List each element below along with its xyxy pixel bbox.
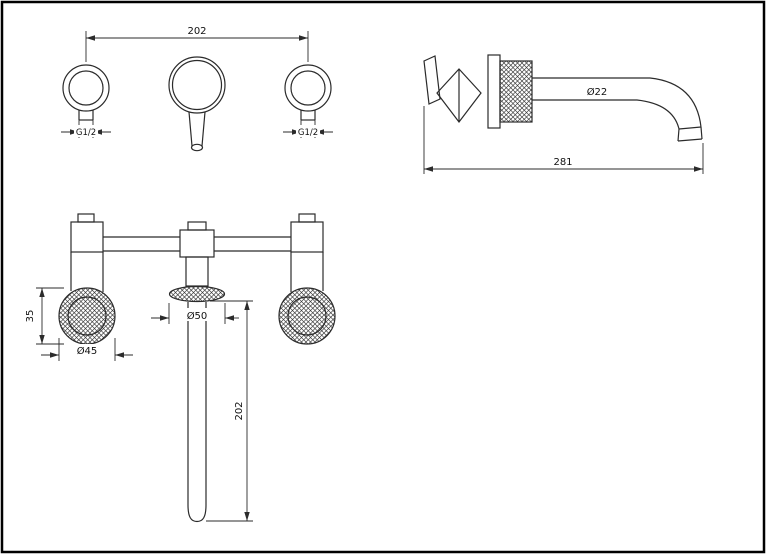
- plan-view: 35 Ø45 Ø50 202: [25, 213, 336, 523]
- dim-right-thread: G1/2: [283, 120, 333, 138]
- side-spout-diameter-label: Ø22: [587, 86, 608, 98]
- label-backdrop: [74, 125, 98, 137]
- knurled-nut: [499, 60, 533, 123]
- plan-base-diameter-label: Ø45: [77, 345, 98, 357]
- spout-tube: [532, 77, 703, 142]
- plan-spout-length-label: 202: [234, 401, 245, 420]
- label-backdrop: [296, 125, 320, 137]
- label-backdrop: [72, 344, 102, 357]
- spout-escutcheon: [168, 56, 226, 152]
- right-knurled-base: [278, 287, 336, 345]
- plan-base-height-label: 35: [25, 310, 36, 323]
- dim-side-length: 281: [423, 106, 704, 174]
- front-width-dim-label: 202: [187, 26, 206, 37]
- left-handle: [62, 64, 110, 121]
- dim-front-width: 202: [85, 26, 309, 62]
- spout-outlet: [190, 143, 204, 152]
- dim-left-thread: G1/2: [61, 120, 111, 138]
- valve-body-sketch: [423, 55, 482, 123]
- center-body-plan: [103, 221, 291, 523]
- center-flange: [168, 285, 226, 303]
- dim-flange-diameter: Ø50: [151, 303, 239, 324]
- dim-base-diameter: Ø45: [41, 338, 133, 361]
- dim-base-height: 35: [25, 287, 64, 345]
- dim-plan-spout-length: 202: [206, 300, 253, 522]
- left-handle-plan: [58, 213, 116, 345]
- wall-flange: [487, 54, 501, 129]
- plan-flange-diameter-label: Ø50: [187, 310, 208, 322]
- side-view: Ø22 281: [423, 54, 704, 174]
- right-handle-plan: [278, 213, 336, 345]
- front-view: 202: [61, 26, 333, 152]
- aerator-tip: [677, 138, 703, 142]
- front-right-thread-label: G1/2: [298, 128, 318, 138]
- side-spout-length-label: 281: [553, 157, 572, 168]
- front-left-thread-label: G1/2: [76, 128, 96, 138]
- right-handle: [284, 64, 332, 121]
- label-backdrop: [182, 308, 212, 321]
